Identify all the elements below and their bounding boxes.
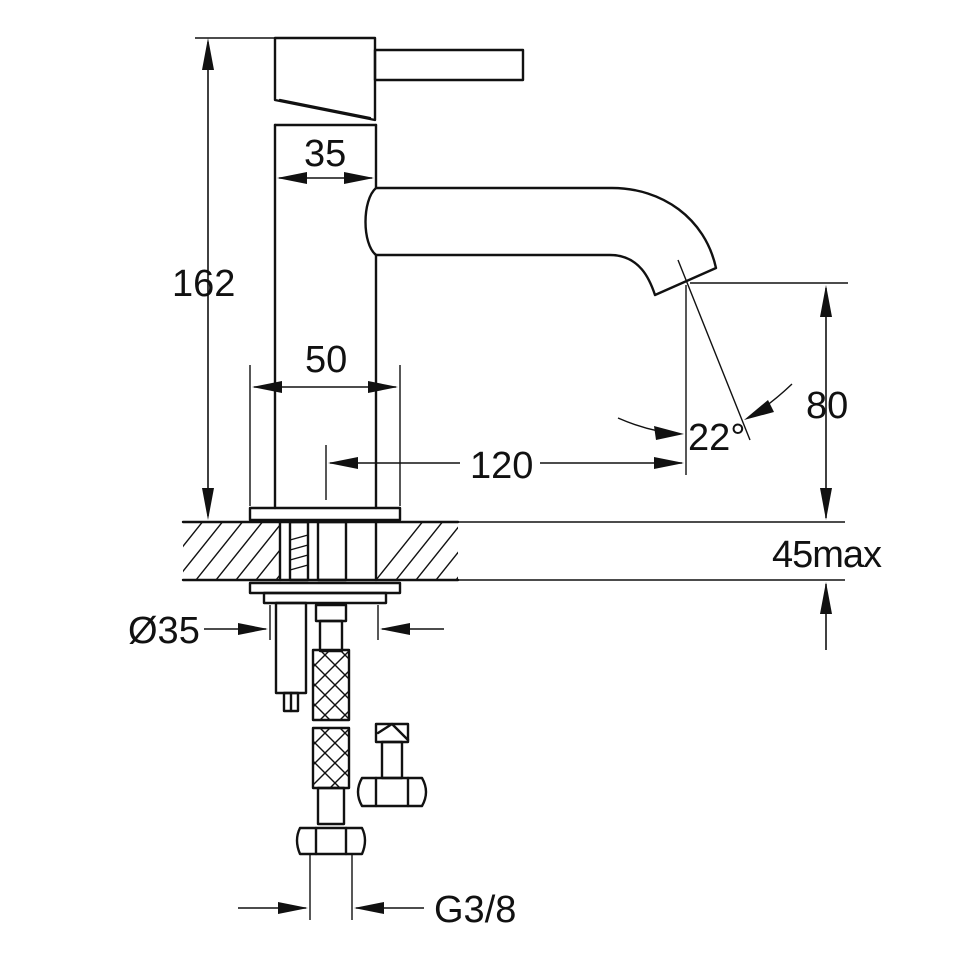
label-thread-g38: G3/8	[434, 889, 516, 931]
mounting-hardware	[248, 581, 402, 713]
lever-arm	[373, 48, 525, 82]
dim-thread-g38: G3/8	[238, 889, 516, 931]
label-height-80: 80	[806, 385, 848, 427]
dim-base-dia-35: Ø35	[128, 605, 444, 652]
spout	[374, 186, 718, 297]
dim-angle-22: 22°	[617, 259, 793, 459]
dim-body-50: 50	[249, 339, 401, 506]
handle-cap	[273, 36, 377, 122]
arrowhead	[202, 38, 214, 70]
label-reach-120: 120	[470, 445, 533, 487]
hex-nut	[295, 826, 367, 920]
hatch-pattern	[183, 522, 280, 580]
label-base-dia-35: Ø35	[128, 610, 200, 652]
faucet-body	[248, 36, 718, 522]
dim-height-80: 80	[690, 282, 848, 520]
stud-bolt	[274, 601, 308, 695]
dim-deck-45max: 45max	[772, 534, 883, 650]
dim-reach-120: 120	[325, 285, 687, 500]
compression-fitting	[356, 722, 428, 808]
base-flange	[248, 506, 402, 522]
label-lever-35: 35	[304, 133, 346, 175]
label-height-162: 162	[172, 263, 235, 305]
deck-section	[181, 520, 845, 582]
label-angle-22: 22°	[688, 417, 745, 459]
braided-hose	[311, 648, 351, 826]
dim-height-162: 162	[172, 37, 275, 520]
label-deck-45max: 45max	[772, 534, 882, 576]
label-body-50: 50	[305, 339, 347, 381]
dim-lever-35: 35	[277, 133, 374, 184]
